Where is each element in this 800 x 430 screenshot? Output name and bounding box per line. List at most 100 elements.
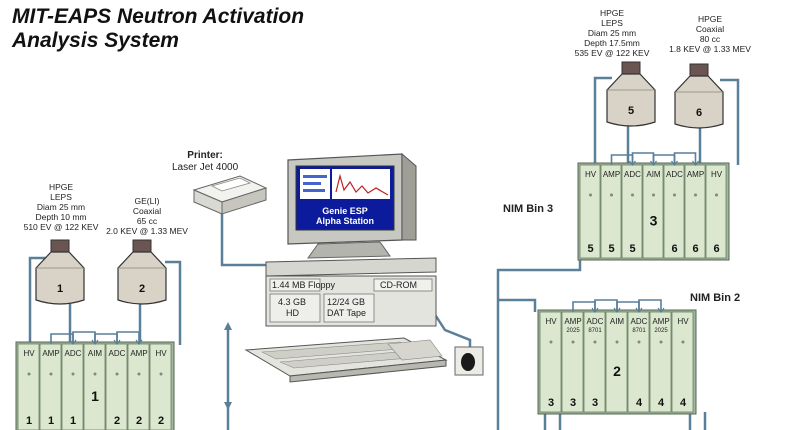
detector-6: 6	[674, 63, 724, 129]
module-panel	[705, 164, 727, 259]
nim-module-adc: ADC 2	[105, 343, 128, 430]
detector-2: 2	[117, 239, 167, 305]
spec-line: Depth 10 mm	[35, 212, 87, 222]
detector-5-spec: HPGE LEPS Diam 25 mm Depth 17.5mm 535 EV…	[557, 8, 667, 58]
nim-module-hv: HV 5	[579, 164, 601, 259]
detector-number: 5	[628, 105, 634, 117]
module-panel	[17, 343, 40, 430]
module-label: AMP	[603, 170, 620, 179]
module-label: AMP	[564, 317, 581, 326]
floppy-slot	[269, 278, 321, 292]
screen-subtitle: Alpha Station	[316, 216, 374, 226]
module-label: AIM	[610, 317, 625, 326]
module-channel: 3	[570, 397, 576, 409]
cdrom-label: CD-ROM	[380, 280, 417, 290]
module-label: ADC	[65, 349, 82, 358]
hd-panel	[269, 293, 321, 323]
mouse	[454, 346, 484, 376]
monitor: Genie ESP Alpha Station	[287, 152, 417, 259]
nim-module-hv: HV4	[671, 311, 694, 413]
module-label: AMP	[42, 349, 59, 358]
bin-center-number: 1	[91, 388, 99, 404]
printer-model: Laser Jet 4000	[172, 162, 239, 173]
detector-1-spec: HPGE LEPS Diam 25 mm Depth 10 mm 510 EV …	[6, 182, 116, 232]
bin-center-number: 3	[650, 213, 658, 229]
detector-6-spec: HPGE Coaxial 80 cc 1.8 KEV @ 1.33 MEV	[655, 14, 765, 54]
module-label: ADC	[587, 317, 604, 326]
module-panel	[671, 311, 694, 413]
module-label: HV	[711, 170, 723, 179]
module-model: 2025	[654, 328, 668, 334]
module-label: HV	[545, 317, 557, 326]
detector-number: 1	[57, 283, 63, 295]
spec-line: Diam 25 mm	[587, 28, 637, 38]
page-title: MIT-EAPS Neutron Activation Analysis Sys…	[12, 5, 304, 53]
spec-line: 2.0 KEV @ 1.33 MEV	[106, 226, 188, 236]
nim-module-aim: AIM	[642, 164, 664, 259]
module-label: AIM	[88, 349, 103, 358]
tape-label-size: 12/24 GB	[327, 297, 365, 307]
nim-module-hv: HV6	[705, 164, 727, 259]
title-line-1: MIT-EAPS Neutron Activation	[12, 5, 305, 28]
nim-module-aim: AIM	[83, 343, 106, 430]
nim-module-aim: AIM	[605, 311, 628, 413]
module-label: ADC	[109, 349, 126, 358]
spec-line: HPGE	[599, 8, 625, 18]
detector-number: 2	[139, 283, 145, 295]
module-channel: 2	[114, 415, 120, 427]
module-label: HV	[23, 349, 35, 358]
spectrum-trace	[335, 173, 389, 196]
module-label: HV	[585, 170, 597, 179]
bin-3-label: NIM Bin 3	[503, 203, 554, 215]
spec-line: 535 EV @ 122 KEV	[574, 48, 650, 58]
cable-bin3	[496, 258, 582, 430]
module-panel	[605, 311, 628, 413]
detector-2-spec: GE(LI) Coaxial 65 cc 2.0 KEV @ 1.33 MEV	[92, 196, 202, 236]
detector-body	[35, 251, 85, 305]
nim-module-adc: ADC 1	[61, 343, 84, 430]
screen-spectrum-window	[332, 169, 390, 199]
module-channel: 1	[70, 415, 76, 427]
nim-module-amp: AMP 2025 3	[561, 311, 584, 413]
module-label: AIM	[646, 170, 661, 179]
module-label: ADC	[666, 170, 683, 179]
module-channel: 5	[629, 243, 635, 255]
keyboard	[244, 337, 448, 383]
cable-det5-hv	[593, 76, 612, 165]
module-label: ADC	[631, 317, 648, 326]
module-channel: 1	[26, 415, 32, 427]
detector-number: 6	[696, 107, 702, 119]
floppy-label: 1.44 MB Floppy	[272, 280, 336, 290]
detectors: 1 2 5 6	[35, 61, 724, 305]
detector-cap	[689, 63, 709, 77]
arrow-down-left	[224, 402, 232, 410]
module-label: AMP	[652, 317, 669, 326]
detector-cap	[132, 239, 152, 253]
module-channel: 3	[548, 397, 554, 409]
arrow-up-left	[224, 322, 232, 330]
title-line-2: Analysis System	[12, 29, 179, 52]
hd-label-size: 4.3 GB	[278, 297, 306, 307]
module-model: 2025	[566, 328, 580, 334]
detector-body	[117, 251, 167, 305]
computer-case: 1.44 MB Floppy CD-ROM 4.3 GB HD 12/24 GB…	[265, 257, 437, 327]
module-channel: 4	[680, 397, 687, 409]
module-label: AMP	[130, 349, 147, 358]
tape-panel	[323, 293, 375, 323]
spec-line: LEPS	[601, 18, 623, 28]
spec-line: GE(LI)	[134, 196, 160, 206]
cable-bin2-bottom	[543, 412, 707, 430]
module-channel: 5	[587, 243, 593, 255]
nim-module-hv: HV 1	[17, 343, 40, 430]
module-label: AMP	[687, 170, 704, 179]
